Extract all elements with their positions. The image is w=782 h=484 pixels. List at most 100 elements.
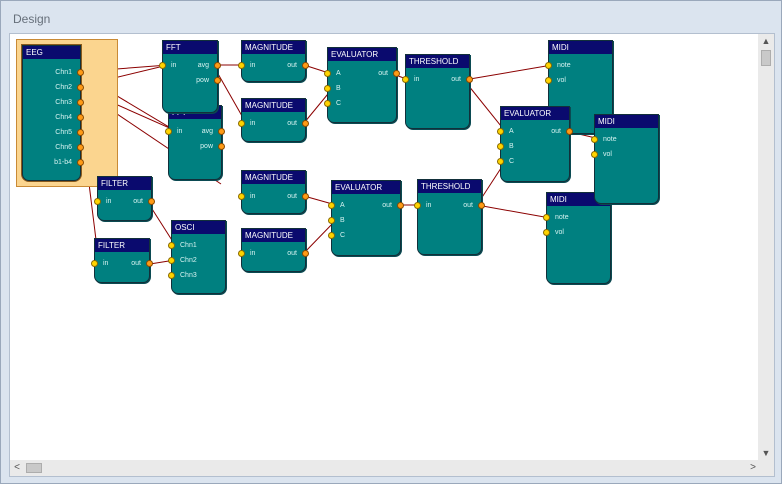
port-c[interactable]: C	[497, 157, 569, 167]
port-out[interactable]: out	[328, 69, 400, 79]
scroll-left-icon[interactable]: <	[14, 462, 20, 473]
port-out[interactable]: out	[242, 119, 309, 129]
node-title: EVALUATOR	[501, 107, 569, 120]
window-title: Design	[13, 12, 51, 26]
port-in[interactable]: in	[414, 201, 481, 211]
node-magnitude-3[interactable]: MAGNITUDE in out	[238, 170, 309, 214]
scroll-right-icon[interactable]: >	[750, 462, 756, 473]
horizontal-scrollbar[interactable]: < >	[10, 460, 760, 476]
port-chn5[interactable]: Chn5	[23, 128, 84, 138]
port-chn1[interactable]: Chn1	[23, 68, 84, 78]
scroll-corner	[758, 460, 774, 476]
port-b[interactable]: B	[497, 142, 569, 152]
node-evaluator-1[interactable]: EVALUATOR A B C out	[324, 47, 400, 123]
title-bar: Design	[1, 1, 781, 31]
node-fft-1[interactable]: FFT in avg pow	[159, 40, 221, 113]
wire-thr1-midi1	[463, 64, 553, 81]
port-b1-b4[interactable]: b1-b4	[23, 158, 84, 168]
port-chn6[interactable]: Chn6	[23, 143, 84, 153]
node-title: MAGNITUDE	[242, 171, 305, 184]
port-chn3[interactable]: Chn3	[23, 98, 84, 108]
node-fft-2[interactable]: FFT in avg pow	[165, 105, 225, 180]
port-out[interactable]: out	[95, 259, 153, 269]
port-vol[interactable]: vol	[543, 228, 610, 238]
node-title: THRESHOLD	[406, 55, 469, 68]
node-title: MIDI	[549, 41, 612, 54]
port-in[interactable]: in	[238, 249, 305, 259]
node-title: THRESHOLD	[418, 180, 481, 193]
port-chn1[interactable]: Chn1	[168, 241, 225, 251]
node-title: OSCI	[172, 221, 225, 234]
node-title: EEG	[23, 46, 80, 59]
node-title: EVALUATOR	[328, 48, 396, 61]
wire-thr1-eval3	[463, 79, 506, 132]
port-b[interactable]: B	[328, 216, 400, 226]
port-out[interactable]: out	[242, 61, 309, 71]
port-chn2[interactable]: Chn2	[23, 83, 84, 93]
port-a[interactable]: A	[324, 69, 396, 79]
port-out[interactable]: out	[98, 197, 155, 207]
port-in[interactable]: in	[94, 197, 151, 207]
port-b[interactable]: B	[324, 84, 396, 94]
node-title: MIDI	[595, 115, 658, 128]
port-chn4[interactable]: Chn4	[23, 113, 84, 123]
node-magnitude-2[interactable]: MAGNITUDE in out	[238, 98, 309, 142]
port-in[interactable]: in	[165, 127, 221, 137]
port-note[interactable]: note	[543, 213, 610, 223]
wire-fft1-mag2	[212, 64, 247, 124]
port-avg[interactable]: avg	[169, 127, 225, 137]
wire-mag4-eval2	[303, 219, 337, 254]
port-in[interactable]: in	[91, 259, 149, 269]
node-evaluator-3[interactable]: EVALUATOR A B C out	[497, 106, 573, 182]
port-a[interactable]: A	[328, 201, 400, 211]
port-out[interactable]: out	[242, 192, 309, 202]
port-out[interactable]: out	[406, 75, 473, 85]
node-threshold-1[interactable]: THRESHOLD in out	[402, 54, 473, 129]
port-c[interactable]: C	[328, 231, 400, 241]
scroll-down-icon[interactable]: ▼	[761, 448, 771, 458]
node-title: FFT	[163, 41, 217, 54]
node-evaluator-2[interactable]: EVALUATOR A B C out	[328, 180, 404, 256]
node-title: FILTER	[98, 177, 151, 190]
port-in[interactable]: in	[238, 192, 305, 202]
node-magnitude-4[interactable]: MAGNITUDE in out	[238, 228, 309, 272]
design-canvas[interactable]: EEG Chn1 Chn2 Chn3 Chn4 Chn5 Chn6 b1-b4 …	[9, 33, 775, 477]
node-osci[interactable]: OSCI Chn1 Chn2 Chn3	[168, 220, 226, 294]
port-vol[interactable]: vol	[591, 150, 658, 160]
port-note[interactable]: note	[545, 61, 612, 71]
node-eeg[interactable]: EEG Chn1 Chn2 Chn3 Chn4 Chn5 Chn6 b1-b4	[22, 45, 84, 181]
port-in[interactable]: in	[238, 61, 305, 71]
node-title: EVALUATOR	[332, 181, 400, 194]
port-chn2[interactable]: Chn2	[168, 256, 225, 266]
vertical-scrollbar[interactable]: ▲ ▼	[758, 34, 774, 460]
port-in[interactable]: in	[159, 61, 217, 71]
port-out[interactable]: out	[501, 127, 573, 137]
vertical-scroll-thumb[interactable]	[761, 50, 771, 66]
port-out[interactable]: out	[418, 201, 485, 211]
node-midi-2[interactable]: MIDI note vol	[543, 192, 611, 284]
port-vol[interactable]: vol	[545, 76, 612, 86]
port-out[interactable]: out	[332, 201, 404, 211]
node-title: FILTER	[95, 239, 149, 252]
node-filter-2[interactable]: FILTER in out	[91, 238, 153, 283]
node-title: MAGNITUDE	[242, 41, 305, 54]
port-avg[interactable]: avg	[163, 61, 221, 71]
port-out[interactable]: out	[242, 249, 309, 259]
port-in[interactable]: in	[238, 119, 305, 129]
node-midi-3[interactable]: MIDI note vol	[591, 114, 659, 204]
port-note[interactable]: note	[591, 135, 658, 145]
scroll-up-icon[interactable]: ▲	[761, 36, 771, 46]
wire-thr2-midi2	[476, 204, 551, 219]
port-c[interactable]: C	[324, 99, 396, 109]
horizontal-scroll-thumb[interactable]	[26, 463, 42, 473]
port-a[interactable]: A	[497, 127, 569, 137]
node-filter-1[interactable]: FILTER in out	[94, 176, 155, 221]
node-magnitude-1[interactable]: MAGNITUDE in out	[238, 40, 309, 82]
port-pow[interactable]: pow	[163, 76, 221, 86]
port-chn3[interactable]: Chn3	[168, 271, 225, 281]
port-pow[interactable]: pow	[169, 142, 225, 152]
node-threshold-2[interactable]: THRESHOLD in out	[414, 179, 485, 255]
port-in[interactable]: in	[402, 75, 469, 85]
node-title: MAGNITUDE	[242, 99, 305, 112]
